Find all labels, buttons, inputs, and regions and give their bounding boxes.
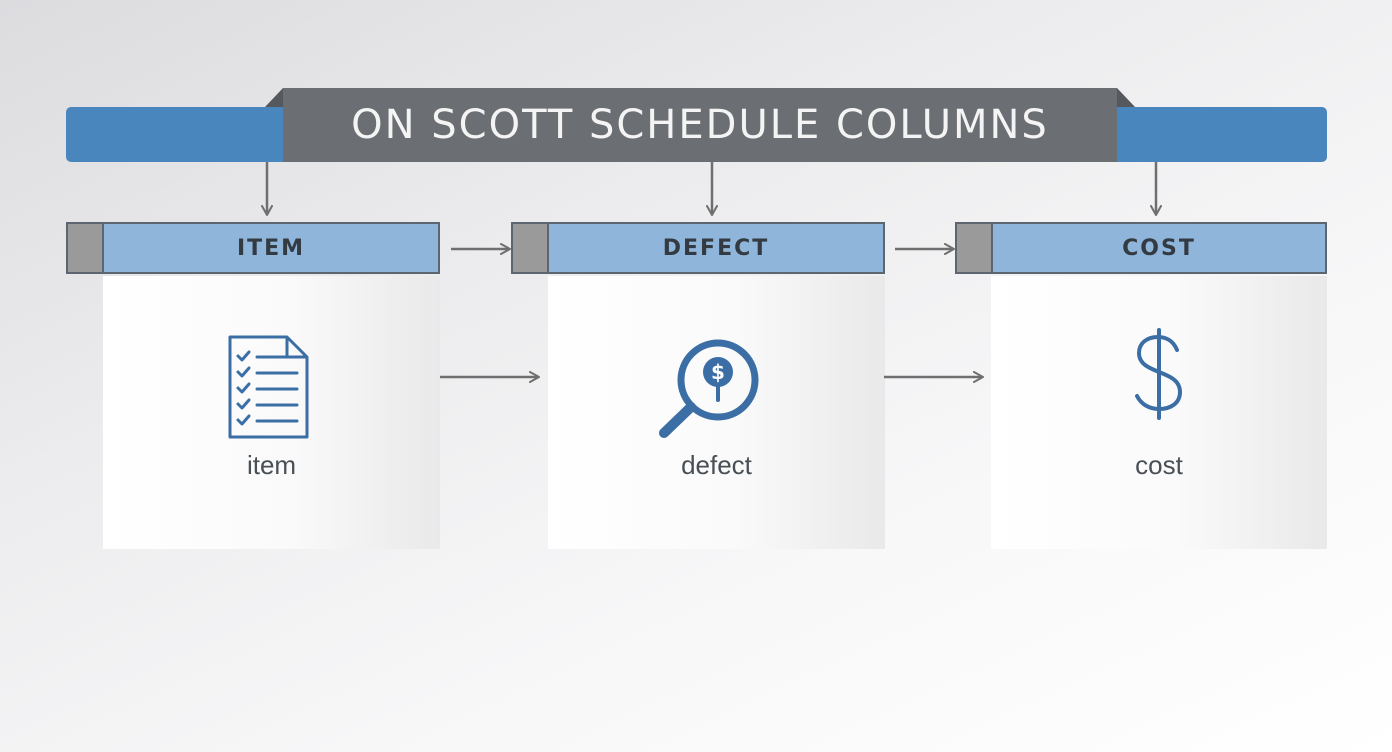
checklist-document-icon bbox=[228, 335, 309, 439]
column-card-item: item bbox=[103, 276, 440, 549]
column-header-defect: DEFECT bbox=[511, 222, 885, 274]
column-caption: cost bbox=[1135, 450, 1183, 480]
column-header-item: ITEM bbox=[66, 222, 440, 274]
svg-text:$: $ bbox=[711, 360, 725, 384]
column-header-cost: COST bbox=[955, 222, 1327, 274]
banner-notch-right bbox=[1117, 88, 1135, 107]
column-card-cost: cost bbox=[991, 276, 1327, 549]
column-tab bbox=[513, 224, 549, 272]
banner-title-text: ON SCOTT SCHEDULE COLUMNS bbox=[351, 102, 1049, 148]
column-header-label: ITEM bbox=[236, 235, 306, 261]
column-tab bbox=[68, 224, 104, 272]
column-header-label: DEFECT bbox=[662, 235, 770, 261]
magnifier-dollar-icon: $ bbox=[659, 339, 759, 438]
banner-title: ON SCOTT SCHEDULE COLUMNS bbox=[283, 88, 1117, 162]
dollar-sign-icon bbox=[1135, 328, 1183, 420]
column-header-label: COST bbox=[1122, 235, 1196, 261]
column-caption: defect bbox=[681, 450, 752, 480]
column-caption: item bbox=[246, 450, 297, 480]
column-tab bbox=[957, 224, 993, 272]
banner-notch-left bbox=[265, 88, 283, 107]
column-card-defect: $ defect bbox=[548, 276, 885, 549]
